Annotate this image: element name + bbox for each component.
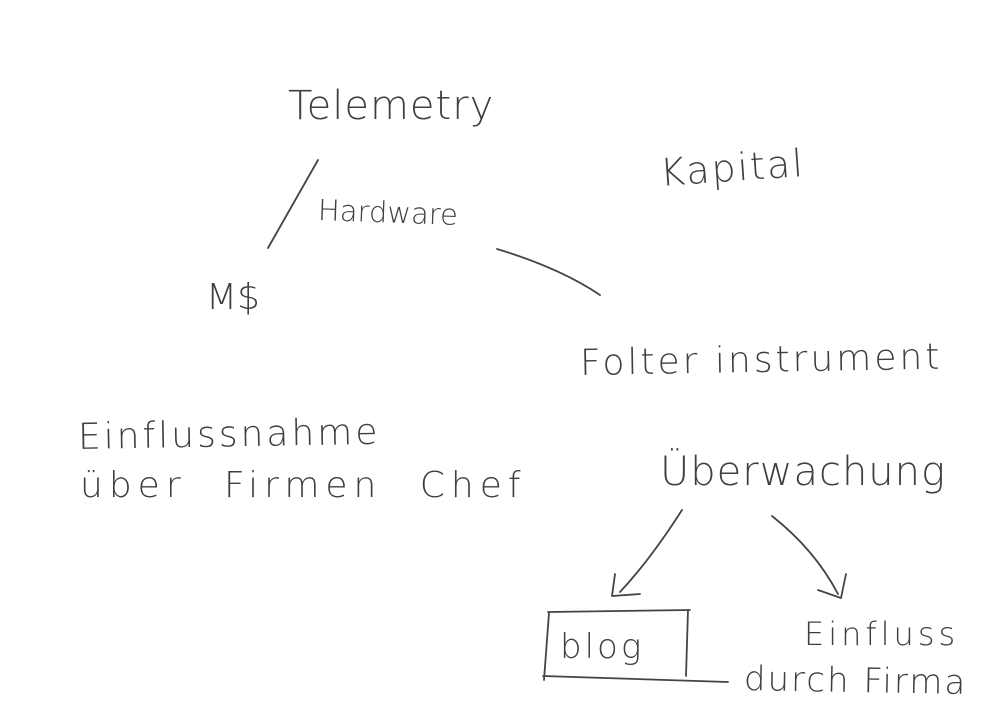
einfluss-note-line2: durch Firma bbox=[743, 659, 968, 703]
ueberwachung-note: Überwachung bbox=[660, 449, 946, 495]
arrow-to-einfluss-shaft bbox=[771, 515, 839, 595]
einflussnahme-note-line1: Einflussnahme bbox=[77, 411, 381, 458]
blog-note: blog bbox=[560, 627, 645, 667]
kapital-note: Kapital bbox=[658, 140, 807, 195]
arrow-to-blog-head bbox=[611, 573, 641, 597]
arrow-to-blog-shaft bbox=[619, 509, 683, 593]
folter-instrument-note: Folter instrument bbox=[579, 336, 943, 384]
blog-box bbox=[542, 609, 729, 683]
arrow-to-einfluss-head bbox=[817, 573, 847, 599]
einflussnahme-note-line2: über Firmen Chef bbox=[80, 465, 527, 506]
telemetry-note: Telemetry bbox=[288, 83, 495, 129]
stroke-telemetry-to-ms bbox=[267, 159, 319, 249]
ms-note: M$ bbox=[206, 277, 260, 318]
hardware-note: Hardware bbox=[317, 193, 459, 232]
einfluss-note-line1: Einfluss bbox=[804, 615, 960, 653]
stroke-hardware-to-folter bbox=[496, 248, 601, 296]
